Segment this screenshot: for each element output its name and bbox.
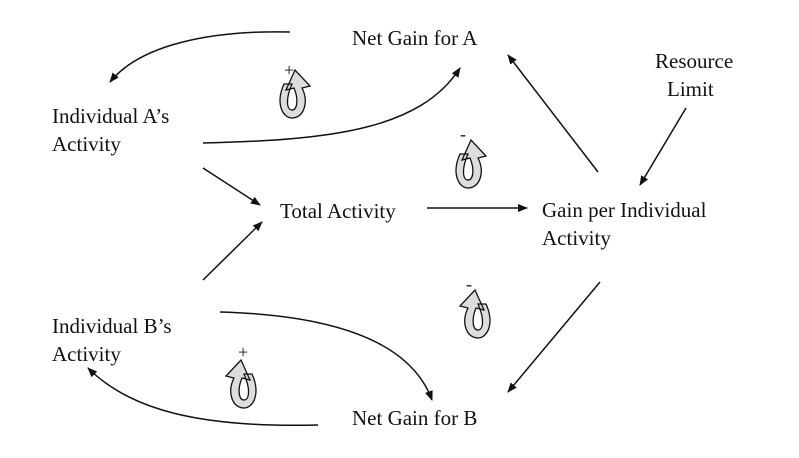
loop-center-bottom-polarity: -	[466, 274, 472, 294]
node-net-gain-b: Net Gain for B	[352, 404, 477, 432]
arrow-gain-per-individual-to-net-gain-b	[507, 281, 601, 393]
node-gain-per-individual: Gain per Individual Activity	[542, 196, 706, 252]
arrow-net-gain-b-to-individual-b	[87, 367, 319, 427]
loop-center-top-polarity: -	[460, 124, 466, 144]
node-individual-a-line-2: Activity	[52, 132, 121, 156]
node-resource-limit-line-2: Limit	[667, 77, 714, 101]
node-individual-b-line-1: Individual B’s	[52, 314, 172, 338]
loop-center-bottom-icon	[459, 289, 491, 339]
node-gain-per-individual-line-2: Activity	[542, 226, 611, 250]
node-total-activity: Total Activity	[280, 197, 396, 225]
arrow-individual-b-to-total-activity	[202, 221, 263, 281]
node-individual-a-line-1: Individual A’s	[52, 104, 170, 128]
node-total-activity-label: Total Activity	[280, 199, 396, 223]
arrow-resource-limit-to-gain-per-individual	[639, 107, 687, 186]
node-net-gain-b-label: Net Gain for B	[352, 406, 478, 430]
node-resource-limit-line-1: Resource	[655, 49, 734, 73]
node-net-gain-a-label: Net Gain for A	[352, 26, 478, 50]
node-individual-a: Individual A’s Activity	[52, 102, 169, 158]
loop-b-icon	[225, 359, 257, 409]
node-net-gain-a: Net Gain for A	[352, 24, 477, 52]
loop-center-top-icon	[455, 139, 487, 189]
arrow-gain-per-individual-to-net-gain-a	[507, 54, 599, 173]
loop-b-polarity: +	[238, 342, 249, 362]
arrow-net-gain-a-to-individual-a	[109, 31, 291, 83]
loop-a-polarity: +	[284, 60, 295, 80]
node-individual-b: Individual B’s Activity	[52, 312, 172, 368]
arrow-individual-a-to-total-activity	[202, 167, 261, 206]
arrow-individual-a-to-net-gain-a	[202, 67, 461, 144]
node-individual-b-line-2: Activity	[52, 342, 121, 366]
node-gain-per-individual-line-1: Gain per Individual	[542, 198, 707, 222]
node-resource-limit: Resource Limit	[655, 47, 733, 103]
arrow-individual-b-to-net-gain-b	[219, 311, 433, 401]
